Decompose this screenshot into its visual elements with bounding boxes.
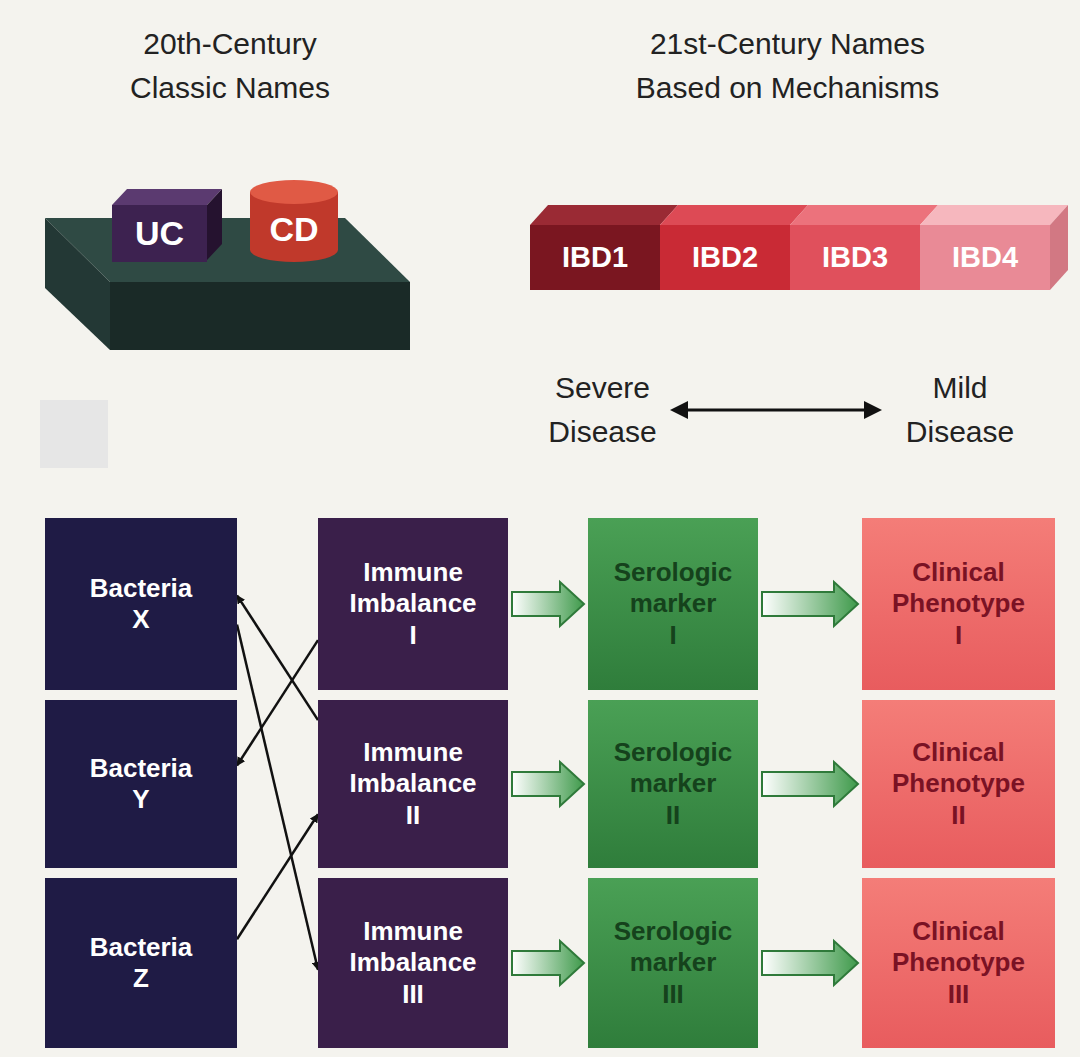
bar-top <box>660 205 808 225</box>
node-text: Bacteria Z <box>51 932 231 994</box>
grey-square <box>40 400 108 468</box>
node-text: Serologic marker III <box>594 916 752 1010</box>
block-arrow <box>512 762 584 806</box>
node-text: IBD4 <box>952 240 1018 275</box>
bar-side <box>1050 205 1068 290</box>
ibd-segment: IBD2 <box>660 225 790 290</box>
node-text: Immune Imbalance III <box>324 916 502 1010</box>
node-text: Serologic marker I <box>594 557 752 651</box>
link-arrow <box>237 814 318 939</box>
block-arrow <box>762 582 858 626</box>
link-arrow <box>237 640 318 765</box>
uc-cube: UC <box>112 205 207 262</box>
node-text: Clinical Phenotype II <box>868 737 1049 831</box>
immune-box: Immune Imbalance I <box>318 518 508 690</box>
phenotype-box: Clinical Phenotype III <box>862 878 1055 1048</box>
slab-front <box>110 282 410 350</box>
node-text: Bacteria Y <box>51 753 231 815</box>
node-text: Bacteria X <box>51 573 231 635</box>
block-arrow <box>512 941 584 985</box>
node-text: CD <box>269 209 318 250</box>
phenotype-box: Clinical Phenotype II <box>862 700 1055 868</box>
immune-box: Immune Imbalance II <box>318 700 508 868</box>
phenotype-box: Clinical Phenotype I <box>862 518 1055 690</box>
node-text: Serologic marker II <box>594 737 752 831</box>
arrow-head <box>864 401 882 419</box>
ibd-segment: IBD1 <box>530 225 660 290</box>
serologic-box: Serologic marker III <box>588 878 758 1048</box>
block-arrow <box>762 941 858 985</box>
link-arrow <box>237 625 318 970</box>
severity-label: Mild Disease <box>880 366 1040 453</box>
node-text: Clinical Phenotype III <box>868 916 1049 1010</box>
severity-arrow <box>682 409 870 412</box>
bar-top <box>530 205 678 225</box>
bacteria-box: Bacteria Y <box>45 700 237 868</box>
slab-side <box>45 218 110 350</box>
immune-box: Immune Imbalance III <box>318 878 508 1048</box>
ibd-segment: IBD4 <box>920 225 1050 290</box>
bar-top <box>790 205 938 225</box>
cd-cylinder: CD <box>248 176 340 264</box>
ibd-segment: IBD3 <box>790 225 920 290</box>
node-text: IBD2 <box>692 240 758 275</box>
cylinder-top <box>250 180 338 204</box>
serologic-box: Serologic marker II <box>588 700 758 868</box>
cube-side <box>207 189 222 260</box>
node-text: Clinical Phenotype I <box>868 557 1049 651</box>
column-heading: 21st-Century Names Based on Mechanisms <box>500 22 1075 109</box>
node-text: IBD1 <box>562 240 628 275</box>
node-text: Immune Imbalance II <box>324 737 502 831</box>
block-arrow <box>762 762 858 806</box>
node-text: IBD3 <box>822 240 888 275</box>
bacteria-box: Bacteria X <box>45 518 237 690</box>
bar-top <box>920 205 1068 225</box>
node-text: UC <box>135 213 184 254</box>
column-heading: 20th-Century Classic Names <box>40 22 420 109</box>
node-text: Immune Imbalance I <box>324 557 502 651</box>
block-arrow <box>512 582 584 626</box>
bacteria-box: Bacteria Z <box>45 878 237 1048</box>
arrow-head <box>670 401 688 419</box>
cube-top <box>112 189 222 205</box>
severity-label: Severe Disease <box>535 366 670 453</box>
serologic-box: Serologic marker I <box>588 518 758 690</box>
